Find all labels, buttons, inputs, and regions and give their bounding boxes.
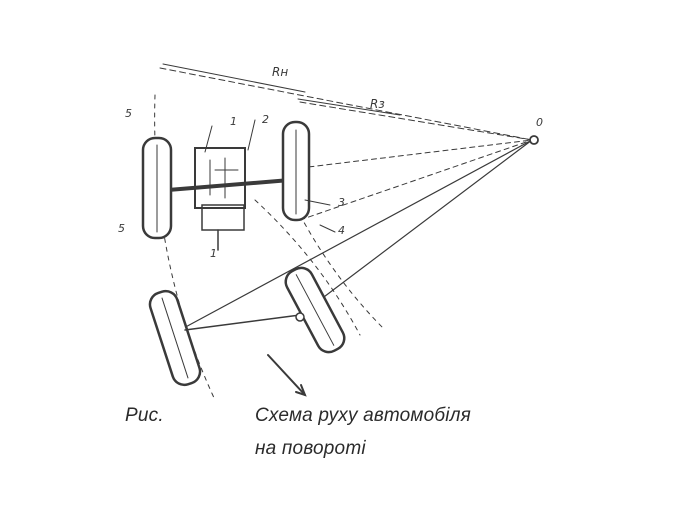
figure-caption-line1: Схема руху автомобіля — [255, 405, 471, 426]
label-center: 0 — [536, 116, 543, 129]
radius-line-rear — [299, 101, 533, 141]
figure-caption-line2: на повороті — [255, 438, 366, 459]
turning-center — [529, 135, 539, 145]
radius-line-right-wheel — [299, 139, 533, 169]
figure-label: Рис. — [125, 405, 164, 426]
wheel-front-right-axis — [295, 274, 335, 346]
leader-4 — [319, 224, 336, 233]
direction-arrowhead — [295, 384, 307, 397]
differential-lower — [201, 204, 245, 231]
wheel-front-left-axis — [161, 297, 189, 379]
label-2: 2 — [262, 113, 269, 126]
direction-arrow — [267, 354, 306, 396]
radius-line-to-front-right-wheel — [299, 139, 533, 316]
label-radius-rear: Rз — [370, 97, 385, 111]
differential-housing — [194, 147, 246, 209]
label-5-top: 5 — [125, 107, 132, 120]
dimension-rz — [297, 98, 401, 116]
label-1: 1 — [230, 115, 237, 128]
trajectory-mid — [254, 199, 361, 336]
label-5-bottom: 5 — [118, 222, 125, 235]
radius-line-to-front-left — [179, 139, 533, 331]
kingpin-right — [295, 312, 305, 322]
trajectory-left — [154, 94, 216, 401]
front-tie-rod — [184, 314, 301, 331]
leader-1 — [204, 125, 213, 153]
leader-2 — [247, 119, 256, 151]
trajectory-right — [299, 214, 386, 331]
label-bottom-1: 1 — [210, 247, 217, 260]
label-4: 4 — [338, 224, 345, 237]
rear-axle — [166, 178, 292, 192]
radius-line-outer — [159, 67, 533, 141]
dimension-rn — [162, 63, 306, 93]
radius-line-to-front-right — [299, 139, 533, 221]
label-3: 3 — [338, 196, 345, 209]
leader-3 — [304, 199, 331, 206]
label-radius-outer: Rн — [272, 65, 288, 79]
